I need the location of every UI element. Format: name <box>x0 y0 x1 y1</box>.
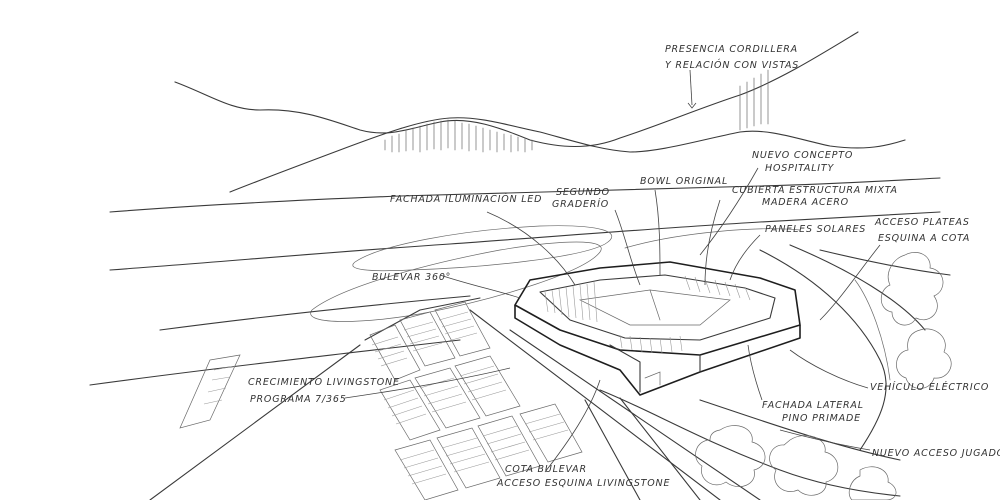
label-cubierta-line2: MADERA ACERO <box>762 197 849 208</box>
label-acceso-plateas-line1: ACCESO PLATEAS <box>874 217 970 228</box>
label-cordillera-line2: Y RELACIÓN CON VISTAS <box>665 59 799 71</box>
label-paneles: PANELES SOLARES <box>765 224 866 235</box>
site-ground <box>89 244 951 500</box>
label-crecimiento-line2: PROGRAMA 7/365 <box>250 394 347 405</box>
label-hospitality-line2: HOSPITALITY <box>765 163 835 174</box>
label-bulevar: BULEVAR 360° <box>372 272 451 283</box>
label-fachada-lateral-line1: FACHADA LATERAL <box>762 400 864 411</box>
label-vehiculo: VEHÍCULO ELÉCTRICO <box>870 381 989 393</box>
label-acceso-plateas-line2: ESQUINA A COTA <box>878 233 970 244</box>
label-fachada-lateral-line2: PINO PRIMADE <box>782 413 861 424</box>
label-graderio-line1: SEGUNDO <box>556 187 610 198</box>
label-acceso-jugadores: NUEVO ACCESO JUGADORES <box>872 448 1000 459</box>
annotation-labels: PRESENCIA CORDILLERA Y RELACIÓN CON VIST… <box>248 44 1000 489</box>
stadium-building <box>514 261 801 396</box>
label-cubierta-line1: CUBIERTA ESTRUCTURA MIXTA <box>732 185 898 196</box>
label-cota-line2: ACCESO ESQUINA LIVINGSTONE <box>496 478 670 489</box>
label-bowl: BOWL ORIGINAL <box>640 176 728 187</box>
label-fachada-led: FACHADA ILUMINACIÓN LED <box>390 193 542 205</box>
leader-lines <box>344 69 881 473</box>
label-cota-line1: COTA BULEVAR <box>505 464 587 475</box>
parking-grid <box>179 301 583 500</box>
label-crecimiento-line1: CRECIMIENTO LIVINGSTONE <box>248 377 400 388</box>
label-graderio-line2: GRADERÍO <box>552 198 609 210</box>
trees-right <box>695 252 952 500</box>
label-cordillera-line1: PRESENCIA CORDILLERA <box>665 44 798 55</box>
mountain-ridges <box>109 31 941 271</box>
label-hospitality-line1: NUEVO CONCEPTO <box>752 150 853 161</box>
